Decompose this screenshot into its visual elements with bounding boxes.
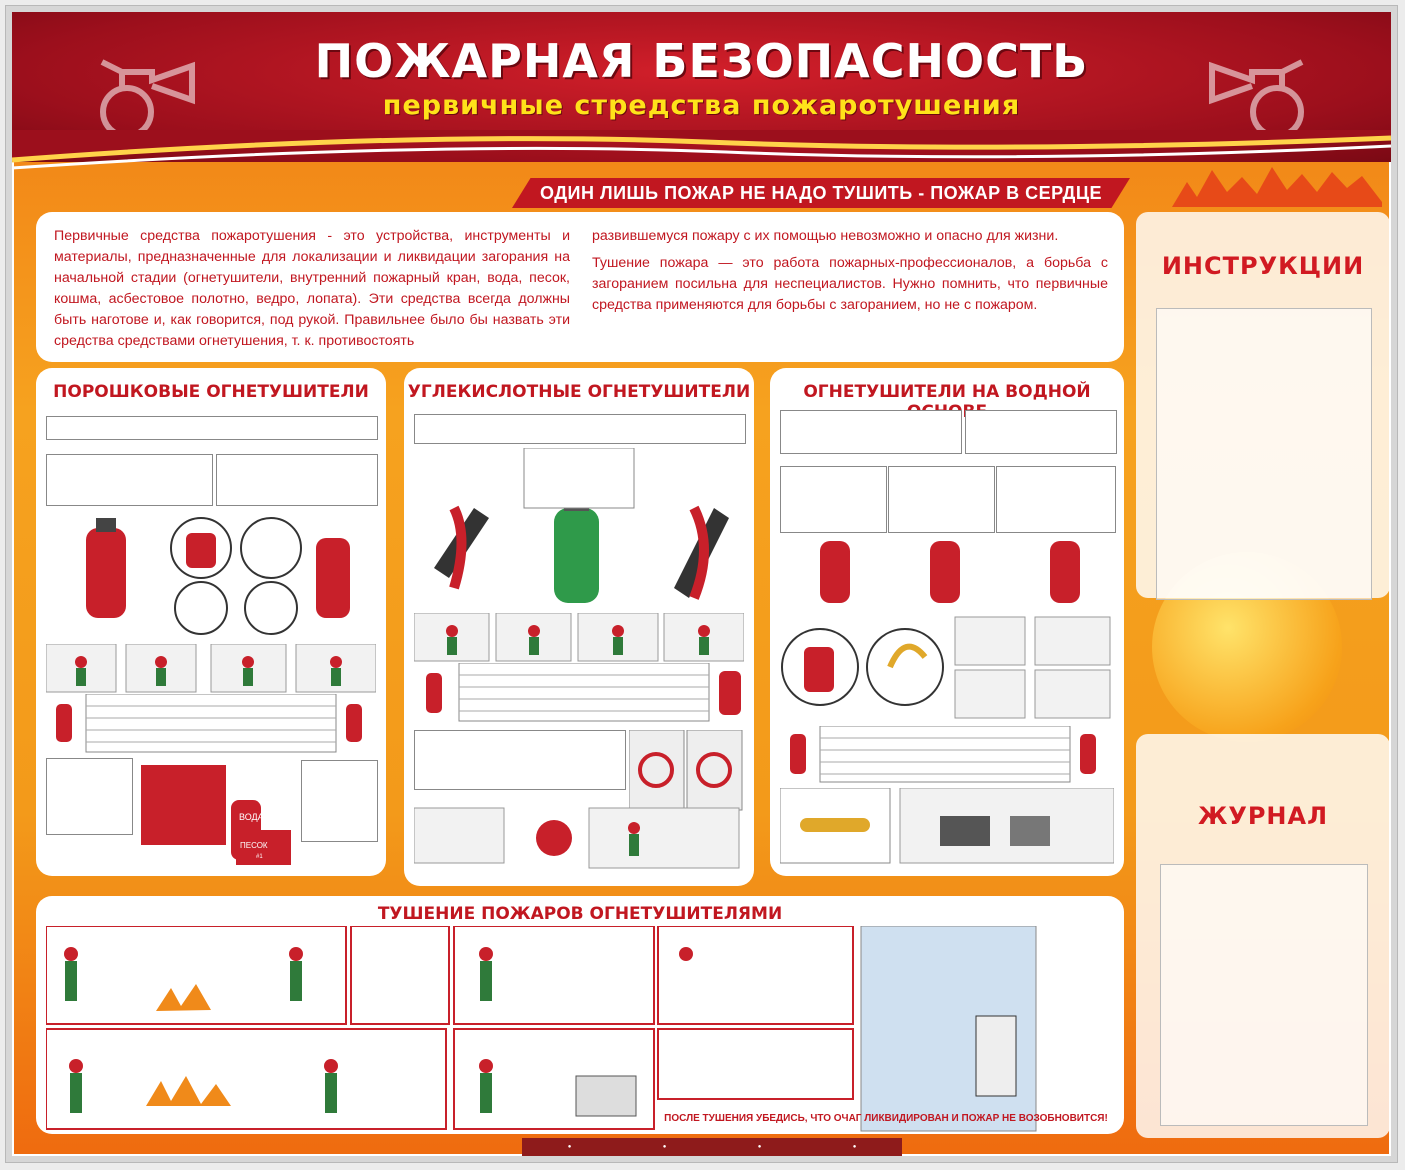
specs-table [426, 663, 741, 722]
water-box-label: ВОДА [239, 812, 264, 822]
page-subtitle: первичные стредства пожаротушения [382, 90, 1021, 121]
co2-extinguisher-diagram [434, 448, 729, 603]
usage-steps-illustration [46, 644, 376, 693]
powder-extinguisher-diagram [86, 517, 350, 635]
intro-text-continuation: развившемуся пожару с их помощью невозмо… [592, 228, 1059, 244]
water-usage-illustration [781, 616, 1111, 719]
water-extinguishers-diagram [820, 541, 1080, 603]
usage-steps-illustration [414, 613, 744, 662]
info-text-box [888, 466, 995, 533]
sand-box-sub-label: #1 [256, 854, 263, 860]
footer-item: ● [567, 1144, 572, 1150]
footer-contacts-bar: ● ● ● ● [522, 1138, 902, 1156]
foam-system-illustration [780, 788, 1114, 864]
header-wave-decoration [12, 130, 1391, 170]
specs-table [790, 726, 1096, 783]
fire-classes-illustrations [46, 926, 1114, 1132]
info-text-box [46, 454, 213, 506]
after-extinguishing-warning: ПОСЛЕ ТУШЕНИЯ УБЕДИСЬ, ЧТО ОЧАГ ЛИКВИДИР… [664, 1113, 1108, 1124]
info-text-box [414, 414, 746, 444]
info-text-box [780, 410, 962, 454]
footer-item: ● [852, 1144, 857, 1150]
info-text-box [301, 760, 378, 842]
footer-item: ● [662, 1144, 667, 1150]
intro-text-column-2: развившемуся пожару с их помощью невозмо… [592, 226, 1108, 316]
info-text-box [46, 758, 133, 835]
journal-pocket[interactable] [1160, 864, 1368, 1126]
intro-panel: Первичные средства пожаротушения - это у… [36, 212, 1124, 362]
flames-decoration [1172, 167, 1382, 207]
poster-frame: ПОЖАРНАЯ БЕЗОПАСНОСТЬ первичные стредств… [6, 6, 1397, 1162]
info-text-box [216, 454, 378, 506]
section-title-co2: УГЛЕКИСЛОТНЫЕ ОГНЕТУШИТЕЛИ [407, 382, 751, 402]
section-title-extinguishing: ТУШЕНИЕ ПОЖАРОВ ОГНЕТУШИТЕЛЯМИ [377, 904, 783, 924]
instructions-holder: ИНСТРУКЦИИ [1136, 212, 1390, 600]
intro-text-paragraph: Тушение пожара — это работа пожарных-про… [592, 255, 1108, 313]
fire-hydrant-cabinet [629, 730, 743, 811]
co2-section-panel: УГЛЕКИСЛОТНЫЕ ОГНЕТУШИТЕЛИ [404, 368, 754, 886]
fire-stand-illustration: ВОДА ПЕСОК #1 [141, 765, 291, 865]
document-pocket[interactable] [1156, 308, 1372, 600]
intro-text-column-1: Первичные средства пожаротушения - это у… [54, 228, 570, 349]
footer-item: ● [757, 1144, 762, 1150]
specs-table [56, 694, 362, 753]
section-title-powder: ПОРОШКОВЫЕ ОГНЕТУШИТЕЛИ [53, 382, 369, 402]
page-title: ПОЖАРНАЯ БЕЗОПАСНОСТЬ [314, 34, 1089, 88]
sand-box-label: ПЕСОК [240, 841, 268, 850]
extinguishing-section-panel: ТУШЕНИЕ ПОЖАРОВ ОГНЕТУШИТЕЛЯМИ [36, 896, 1124, 1134]
journal-holder: ЖУРНАЛ [1136, 734, 1390, 1138]
info-text-box [46, 416, 378, 440]
fire-hydrant-info-box [414, 730, 626, 790]
info-text-box [780, 466, 887, 533]
instructions-title: ИНСТРУКЦИИ [1161, 252, 1365, 280]
info-text-box [965, 410, 1117, 454]
slogan-banner: ОДИН ЛИШЬ ПОЖАР НЕ НАДО ТУШИТЬ - ПОЖАР В… [512, 178, 1130, 208]
journal-title: ЖУРНАЛ [1197, 802, 1329, 830]
powder-section-panel: ПОРОШКОВЫЕ ОГНЕТУШИТЕЛИ [36, 368, 386, 876]
info-text-box [996, 466, 1116, 533]
water-section-panel: ОГНЕТУШИТЕЛИ НА ВОДНОЙ ОСНОВЕ [770, 368, 1124, 876]
hose-usage-illustration [414, 807, 740, 869]
